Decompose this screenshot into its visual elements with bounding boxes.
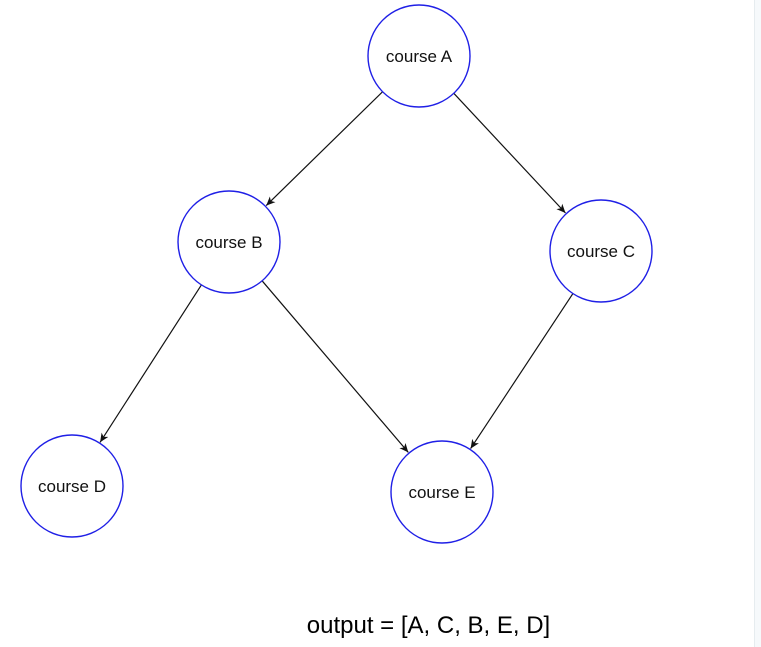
node-circle (549, 199, 653, 303)
edge-b-to-d (99, 284, 202, 443)
scroll-rail (754, 0, 761, 647)
node-label: course A (386, 47, 453, 66)
output-text: output = [A, C, B, E, D] (306, 612, 551, 639)
node-course-e: course E (390, 440, 494, 544)
nodes-layer: course A course B course C course D course E (20, 4, 653, 544)
edges-layer (99, 91, 574, 453)
node-circle (390, 440, 494, 544)
edge-a-to-b (265, 91, 384, 207)
node-course-c: course C (549, 199, 653, 303)
node-label: course D (38, 477, 106, 496)
node-label: course B (195, 233, 262, 252)
node-circle (20, 434, 124, 538)
node-course-a: course A (367, 4, 471, 108)
node-course-b: course B (177, 190, 281, 294)
edge-b-to-e (261, 280, 409, 453)
node-label: course E (408, 483, 475, 502)
edge-a-to-c (453, 92, 566, 214)
node-label: course C (567, 242, 635, 261)
node-course-d: course D (20, 434, 124, 538)
edge-c-to-e (470, 293, 574, 449)
node-circle (367, 4, 471, 108)
node-circle (177, 190, 281, 294)
